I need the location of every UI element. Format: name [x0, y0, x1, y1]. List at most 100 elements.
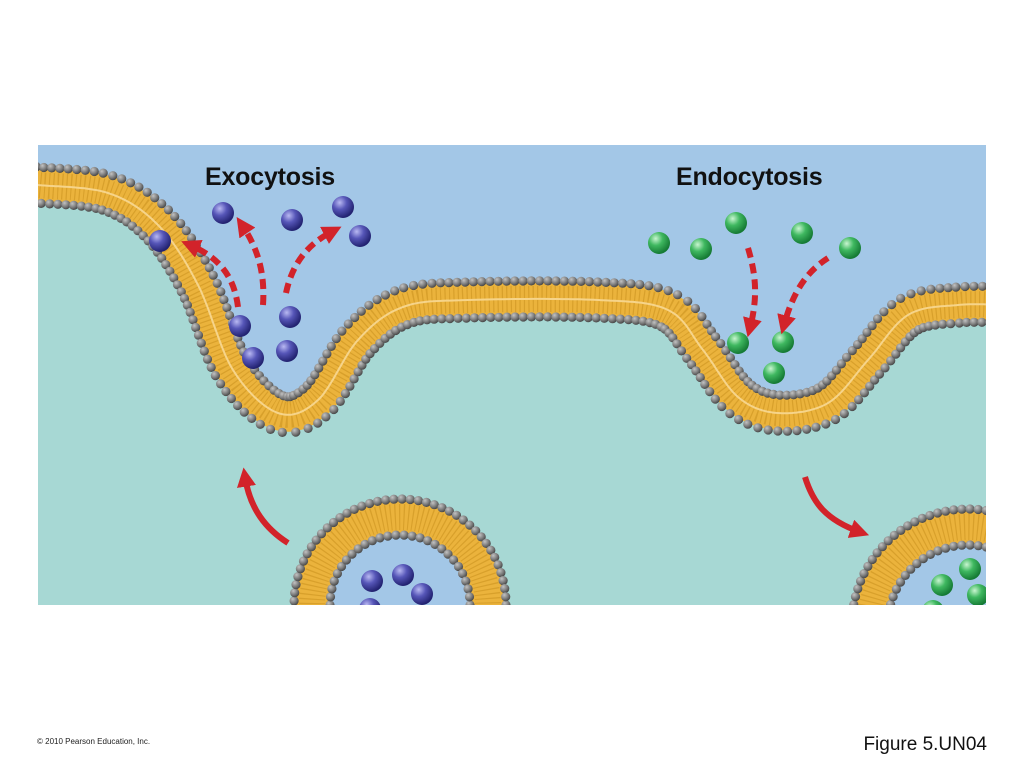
lipid-head [700, 379, 710, 389]
endocytosis-title: Endocytosis [676, 163, 823, 191]
lipid-head [879, 307, 889, 317]
lipid-head [216, 379, 226, 389]
lipid-head [873, 314, 883, 324]
lipid-head [476, 532, 486, 542]
lipid-head [857, 334, 867, 344]
lipid-head [373, 496, 383, 506]
lipid-head [84, 202, 94, 212]
lipid-head [985, 319, 986, 326]
lipid-head [399, 283, 409, 293]
endocytosis-particle [959, 558, 981, 580]
lipid-head [551, 312, 561, 322]
lipid-head [458, 569, 468, 579]
lipid-head [389, 494, 399, 504]
endocytosis-particles [648, 212, 986, 605]
lipid-head [705, 387, 715, 397]
lipid-head [501, 592, 511, 602]
lipid-head [444, 278, 454, 288]
lipid-head [965, 540, 975, 550]
lipid-head [830, 414, 841, 425]
lipid-head [821, 419, 831, 429]
endocytosis-particle [839, 237, 861, 259]
lipid-head [367, 536, 377, 546]
lipid-head [208, 270, 218, 280]
lipid-head [623, 315, 634, 325]
lipid-head [329, 404, 339, 415]
lipid-head [896, 525, 906, 535]
lipid-head [202, 354, 213, 364]
lipid-head [906, 289, 916, 299]
lipid-head [427, 278, 437, 288]
lipid-head [960, 281, 970, 292]
lipid-head [773, 426, 783, 436]
lipid-head [502, 276, 512, 286]
lipid-head [725, 353, 736, 363]
lipid-head [935, 283, 945, 293]
lipid-head [836, 359, 847, 369]
lipid-head [591, 313, 601, 323]
lipid-head [318, 356, 328, 366]
lipid-head [925, 510, 935, 521]
lipid-head [337, 326, 347, 336]
lipid-head [329, 576, 339, 586]
lipid-head [502, 312, 512, 322]
lipid-head [200, 255, 210, 265]
lipid-head [390, 286, 400, 296]
lipid-head [567, 312, 577, 322]
lipid-head [325, 600, 335, 605]
lipid-head [859, 569, 869, 579]
lipid-head [322, 523, 332, 533]
lipid-head [463, 584, 473, 594]
lipid-head [357, 501, 367, 511]
lipid-head [493, 276, 503, 286]
lipid-head [353, 544, 363, 554]
lipid-head [372, 295, 382, 305]
lipid-head [710, 394, 720, 404]
lipid-head [880, 363, 890, 373]
lipid-head [219, 295, 229, 305]
lipid-head [365, 498, 375, 509]
lipid-head [204, 263, 214, 273]
lipid-head [486, 312, 496, 322]
lipid-head [89, 166, 99, 177]
exocytosis-particle [149, 230, 171, 252]
lipid-head [216, 287, 226, 297]
lipid-head [290, 588, 300, 598]
lipid-head [429, 314, 439, 324]
dashed-arrow [181, 239, 241, 308]
lipid-head [949, 541, 959, 551]
lipid-head [965, 504, 975, 514]
lipid-head [593, 277, 603, 287]
lipid-head [734, 414, 744, 425]
lipid-head [663, 286, 673, 296]
lipid-head [683, 296, 693, 306]
lipid-head [458, 515, 468, 525]
lipid-head [535, 276, 545, 286]
lipid-head [342, 508, 352, 518]
lipid-head [182, 300, 192, 310]
lipid-head [510, 276, 520, 286]
lipid-head [383, 531, 393, 541]
lipid-head [849, 600, 859, 605]
lipid-head [460, 277, 470, 287]
lipid-head [239, 407, 249, 417]
exocytosis-particle [212, 202, 234, 224]
lipid-head [957, 504, 967, 514]
lipid-head [325, 592, 336, 602]
lipid-head [973, 541, 983, 551]
endocytosis-particle [763, 362, 785, 384]
lipid-head [518, 276, 528, 286]
endocytosis-particle [931, 574, 953, 596]
lipid-head [191, 322, 201, 333]
lipid-head [535, 312, 545, 322]
lipid-head [328, 517, 339, 528]
lipid-head [969, 281, 979, 291]
lipid-head [926, 284, 936, 294]
lipid-head [206, 362, 216, 372]
lipid-head [847, 346, 857, 356]
lipid-head [575, 312, 585, 322]
lipid-head [599, 313, 609, 323]
lipid-head [618, 278, 628, 288]
lipid-head [453, 313, 463, 323]
dashed-arrow [777, 255, 830, 335]
